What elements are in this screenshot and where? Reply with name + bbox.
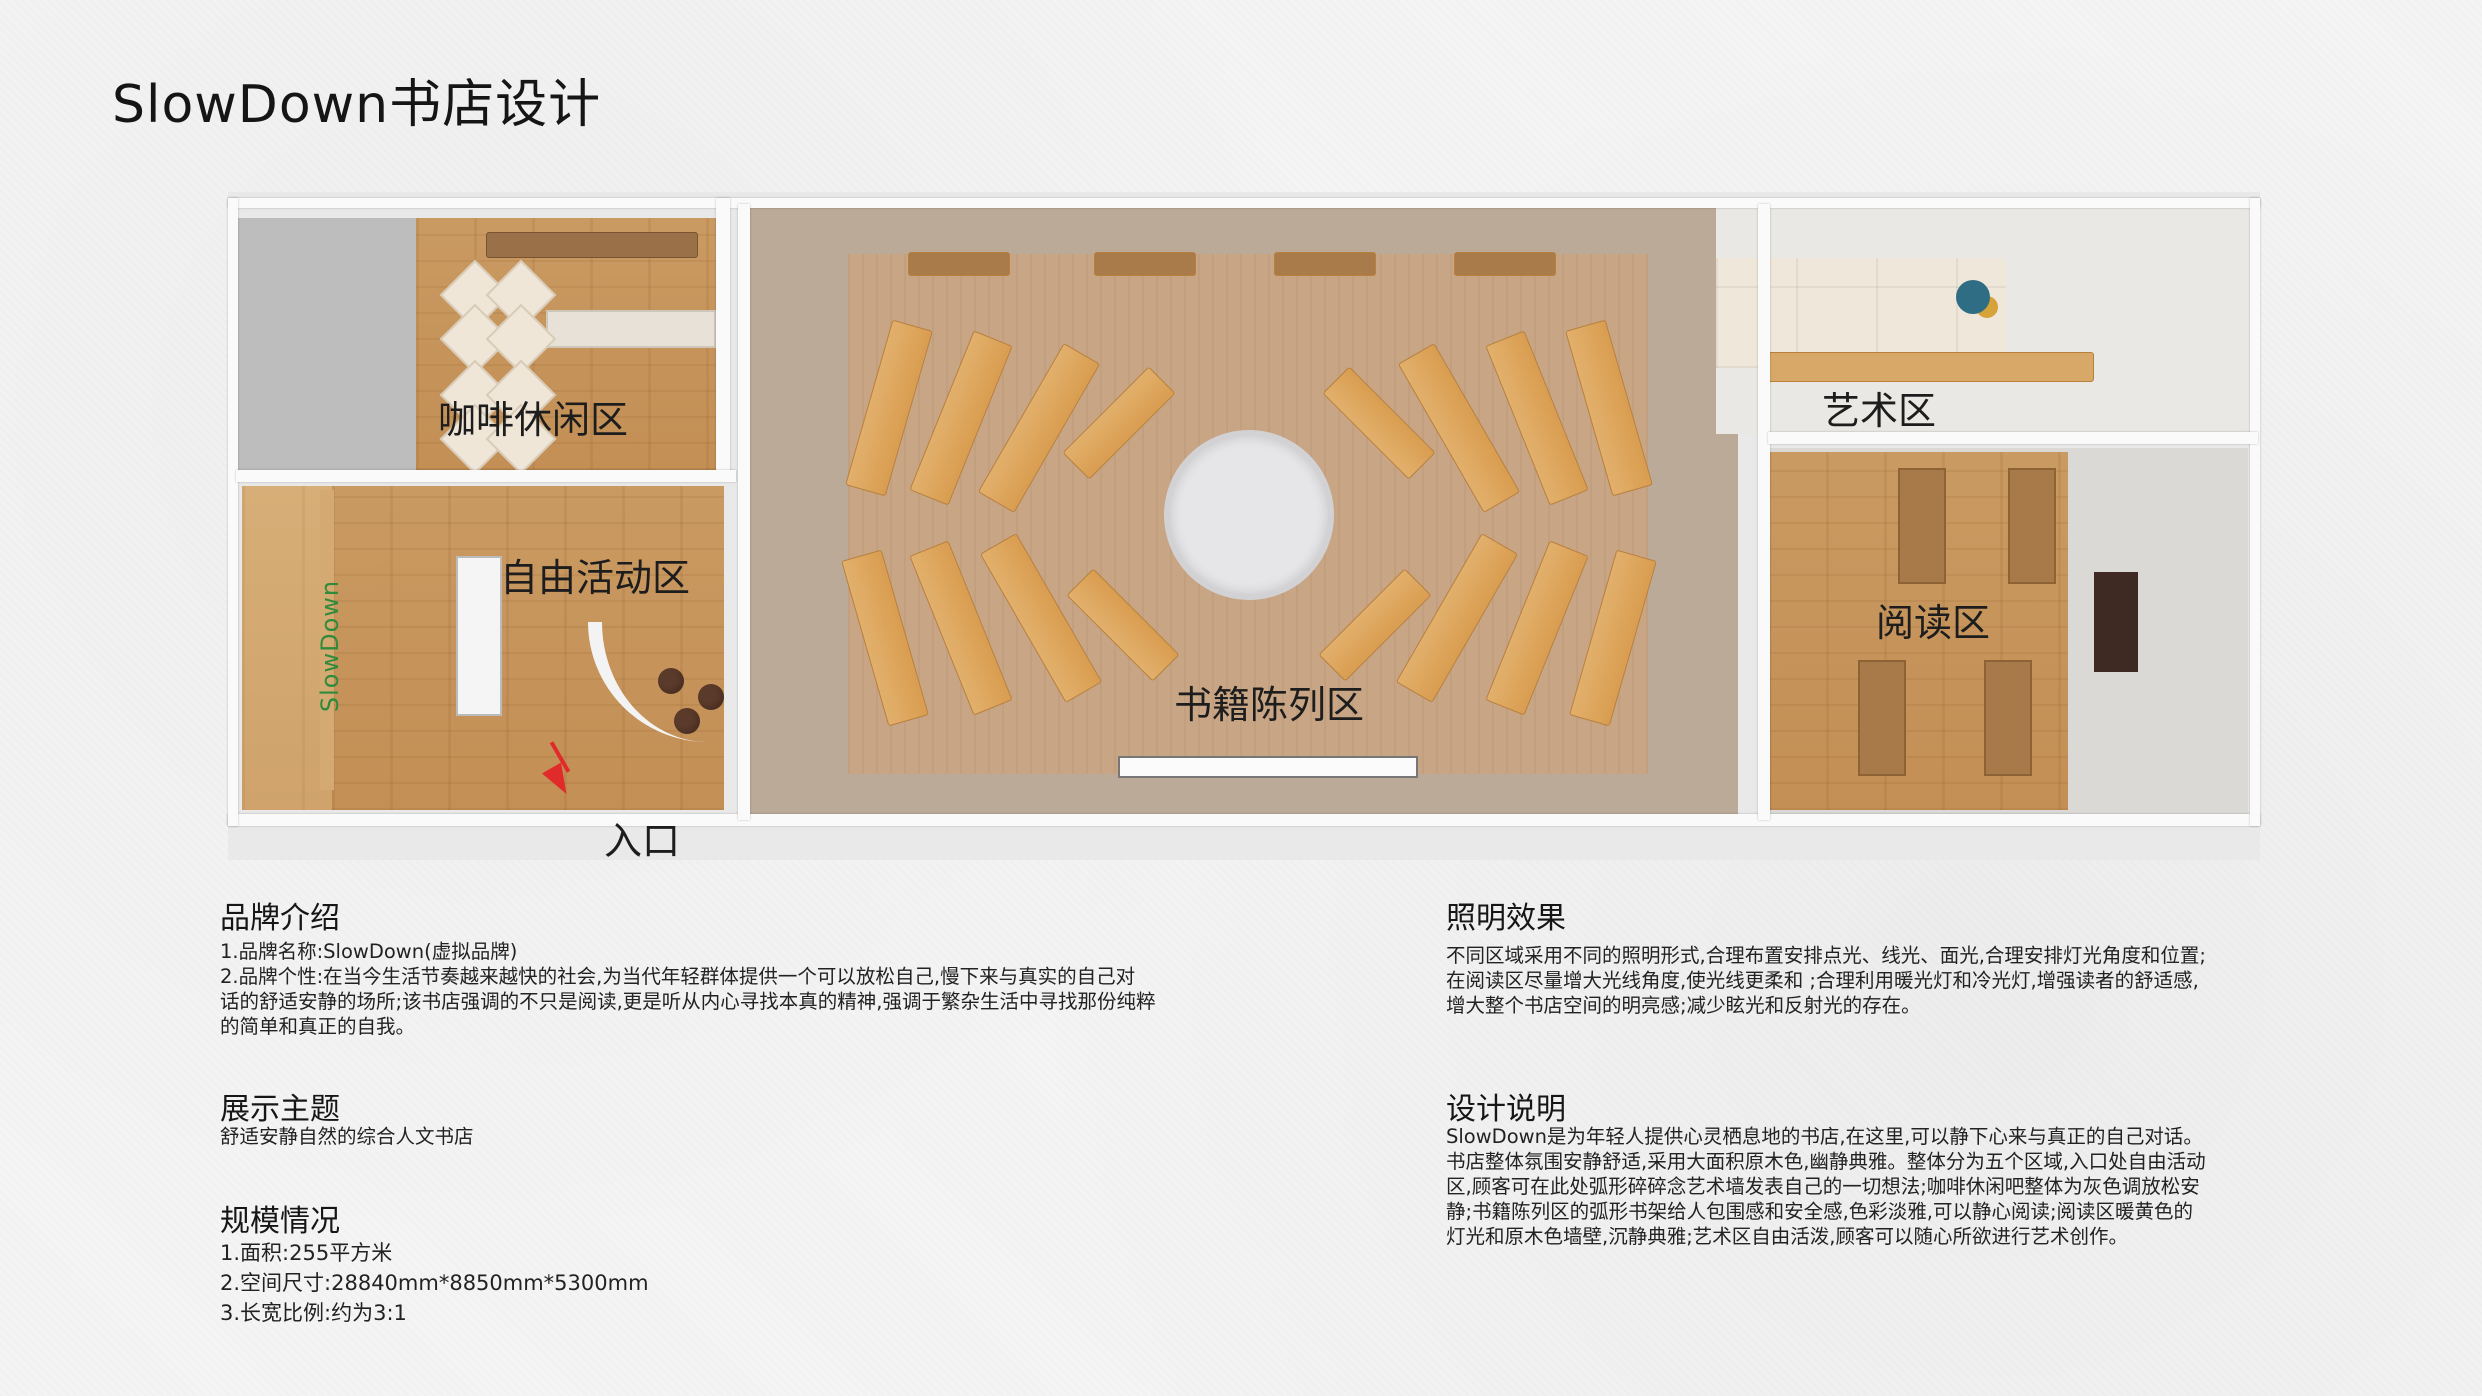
wall-shelf bbox=[1454, 252, 1556, 276]
reading-zone-label: 阅读区 bbox=[1876, 601, 1991, 645]
central-round-seat bbox=[1164, 430, 1334, 600]
wall-outer-bottom bbox=[228, 814, 2260, 826]
brand-line: 话的舒适安静的场所;该书店强调的不只是阅读,更是听从内心寻找本真的精神,强调于繁… bbox=[220, 990, 1156, 1013]
wall-divider bbox=[236, 470, 736, 482]
lighting-text: 不同区域采用不同的照明形式,合理布置安排点光、线光、面光,合理安排灯光角度和位置… bbox=[1446, 943, 2206, 1018]
wall-outer-right bbox=[2250, 198, 2260, 826]
floor-plan: 咖啡休闲区 SlowDown 自由活动区 书籍陈列区 艺术区 阅 bbox=[228, 192, 2260, 863]
brand-line: 的简单和真正的自我。 bbox=[220, 1015, 416, 1038]
brand-line: 2.品牌个性:在当今生活节奏越来越快的社会,为当代年轻群体提供一个可以放松自己,… bbox=[220, 965, 1136, 988]
cafe-counter bbox=[486, 232, 698, 258]
cafe-zone-label: 咖啡休闲区 bbox=[438, 398, 629, 442]
design-text: SlowDown是为年轻人提供心灵栖息地的书店,在这里,可以静下心来与真正的自己… bbox=[1446, 1124, 2206, 1249]
wall-outer-left bbox=[228, 198, 238, 826]
reading-table bbox=[1898, 468, 1946, 584]
wall-divider bbox=[738, 204, 750, 820]
lighting-line: 不同区域采用不同的照明形式,合理布置安排点光、线光、面光,合理安排灯光角度和位置… bbox=[1446, 944, 2206, 967]
book-display-zone-label: 书籍陈列区 bbox=[1174, 683, 1365, 727]
wall-shelf bbox=[1274, 252, 1376, 276]
theme-heading: 展示主题 bbox=[220, 1092, 340, 1127]
scale-heading: 规模情况 bbox=[220, 1204, 340, 1239]
scale-line: 1.面积:255平方米 bbox=[220, 1241, 393, 1265]
wall-divider bbox=[716, 198, 730, 480]
stool bbox=[658, 668, 684, 694]
sculpture-icon bbox=[1956, 280, 1990, 314]
wall-outer-top bbox=[228, 198, 2260, 208]
reading-table bbox=[2008, 468, 2056, 584]
brand-text: 1.品牌名称:SlowDown(虚拟品牌) 2.品牌个性:在当今生活节奏越来越快… bbox=[220, 939, 1155, 1039]
art-zone-bench bbox=[1762, 352, 2094, 382]
stool bbox=[674, 708, 700, 734]
brand-line: 1.品牌名称:SlowDown(虚拟品牌) bbox=[220, 940, 518, 963]
stool bbox=[698, 684, 724, 710]
entrance-label: 入口 bbox=[604, 819, 681, 863]
design-line: SlowDown是为年轻人提供心灵栖息地的书店,在这里,可以静下心来与真正的自己… bbox=[1446, 1125, 2203, 1148]
reading-zone-desk bbox=[2094, 572, 2138, 672]
window bbox=[1118, 756, 1418, 778]
reading-table bbox=[1858, 660, 1906, 776]
logo-wall-text: SlowDown bbox=[316, 579, 345, 713]
free-activity-zone bbox=[242, 486, 332, 810]
scale-line: 2.空间尺寸:28840mm*8850mm*5300mm bbox=[220, 1271, 649, 1295]
theme-text: 舒适安静自然的综合人文书店 bbox=[220, 1124, 474, 1149]
theme-line: 舒适安静自然的综合人文书店 bbox=[220, 1125, 474, 1148]
design-line: 静;书籍陈列区的弧形书架给人包围感和安全感,色彩淡雅,可以静心阅读;阅读区暖黄色… bbox=[1446, 1200, 2194, 1223]
page-title: SlowDown书店设计 bbox=[112, 75, 602, 135]
brand-heading: 品牌介绍 bbox=[220, 901, 340, 936]
wall-shelf bbox=[1094, 252, 1196, 276]
reading-table bbox=[1984, 660, 2032, 776]
wall-divider bbox=[1768, 432, 2258, 444]
design-heading: 设计说明 bbox=[1446, 1092, 1566, 1127]
art-zone-label: 艺术区 bbox=[1822, 389, 1937, 433]
cafe-zone bbox=[236, 218, 416, 470]
cafe-bar bbox=[546, 310, 716, 348]
wall-divider bbox=[1758, 204, 1770, 820]
lighting-heading: 照明效果 bbox=[1446, 901, 1566, 936]
lighting-line: 增大整个书店空间的明亮感;减少眩光和反射光的存在。 bbox=[1446, 994, 1921, 1017]
design-line: 区,顾客可在此处弧形碎碎念艺术墙发表自己的一切想法;咖啡休闲吧整体为灰色调放松安 bbox=[1446, 1175, 2200, 1198]
free-activity-counter bbox=[456, 556, 502, 716]
lighting-line: 在阅读区尽量增大光线角度,使光线更柔和 ;合理利用暖光灯和冷光灯,增强读者的舒适… bbox=[1446, 969, 2199, 992]
design-line: 灯光和原木色墙壁,沉静典雅;艺术区自由活泼,顾客可以随心所欲进行艺术创作。 bbox=[1446, 1225, 2128, 1248]
scale-line: 3.长宽比例:约为3:1 bbox=[220, 1301, 407, 1325]
scale-text: 1.面积:255平方米 2.空间尺寸:28840mm*8850mm*5300mm… bbox=[220, 1238, 649, 1328]
free-activity-zone-label: 自由活动区 bbox=[500, 556, 691, 600]
wall-shelf bbox=[908, 252, 1010, 276]
logo-wall bbox=[320, 490, 334, 790]
design-line: 书店整体氛围安静舒适,采用大面积原木色,幽静典雅。整体分为五个区域,入口处自由活… bbox=[1446, 1150, 2206, 1173]
